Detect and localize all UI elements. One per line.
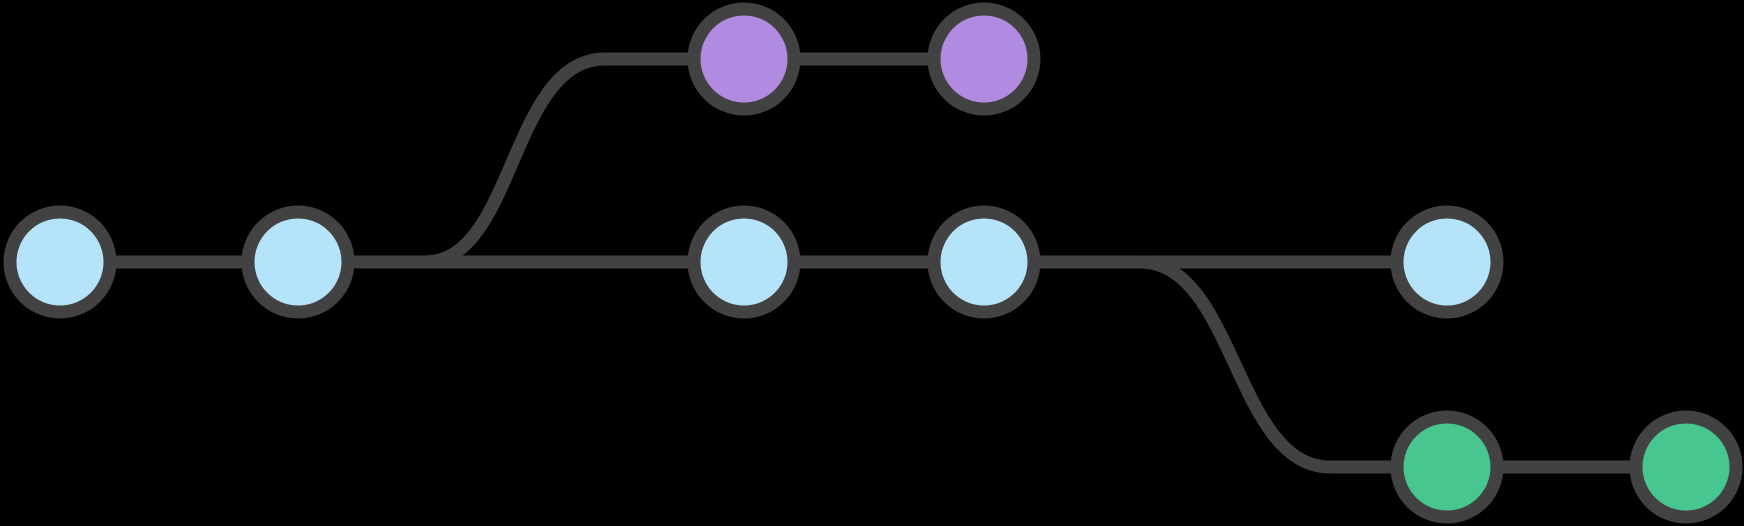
edge-fork-up-to-top — [418, 52, 751, 269]
commit-feature-bottom-2[interactable] — [1629, 410, 1743, 524]
commit-feature-top-2[interactable] — [927, 2, 1041, 116]
commit-main-1[interactable] — [3, 205, 117, 319]
commit-feature-bottom-1[interactable] — [1390, 410, 1504, 524]
nodes-layer — [3, 2, 1743, 524]
commit-main-3[interactable] — [687, 205, 801, 319]
edge-fork-down-to-bottom — [1133, 255, 1454, 474]
commit-feature-top-1[interactable] — [687, 2, 801, 116]
commit-main-2[interactable] — [241, 205, 355, 319]
commit-main-5[interactable] — [1390, 205, 1504, 319]
commit-main-4[interactable] — [927, 205, 1041, 319]
